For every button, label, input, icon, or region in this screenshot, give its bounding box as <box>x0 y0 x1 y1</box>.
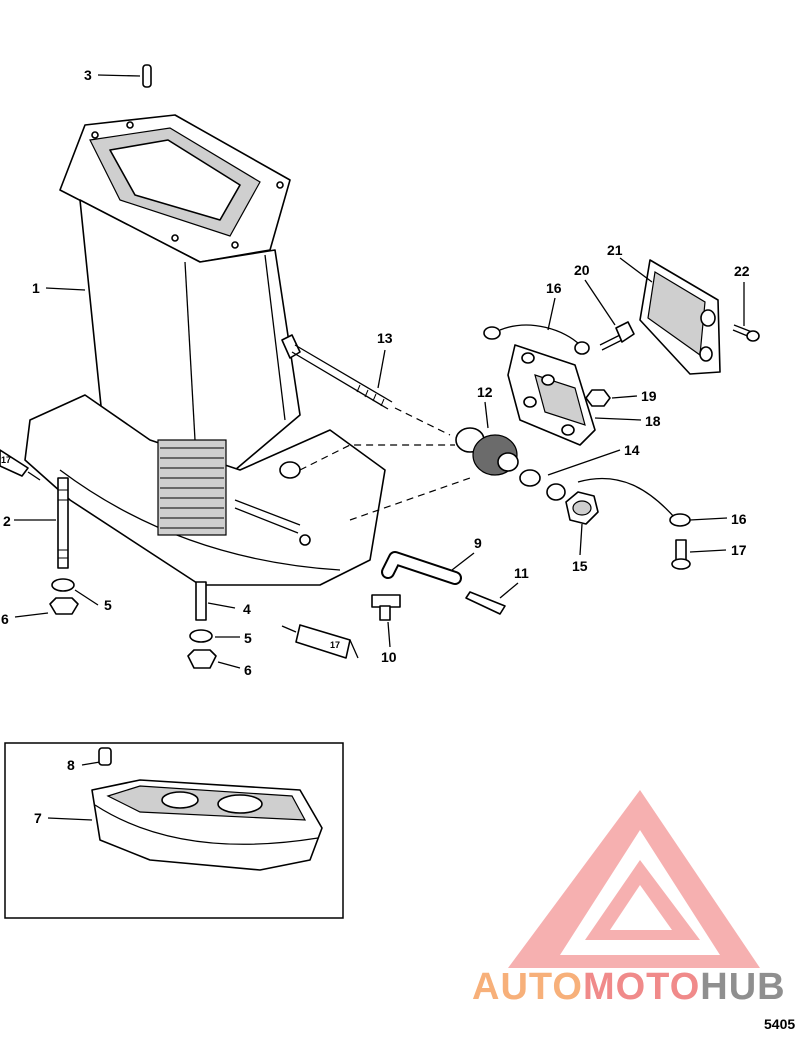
callout-1: 1 <box>32 280 40 296</box>
callout-3: 3 <box>84 67 92 83</box>
callout-10: 10 <box>381 649 397 665</box>
callout-19: 19 <box>641 388 657 404</box>
leader-lines <box>14 74 745 821</box>
long-bolt <box>281 334 393 410</box>
cap-nut <box>565 491 599 525</box>
inset-box <box>4 742 344 919</box>
drawing-number: 5405 <box>764 1016 796 1032</box>
callout-2: 2 <box>3 513 11 529</box>
callout-16b: 16 <box>731 511 747 527</box>
watermark-logo-icon <box>508 790 760 968</box>
hose-fitting <box>465 591 506 615</box>
callout-22: 22 <box>734 263 750 279</box>
callout-18: 18 <box>645 413 661 429</box>
washer <box>519 469 541 487</box>
callout-21: 21 <box>607 242 623 258</box>
callout-20: 20 <box>574 262 590 278</box>
lubricant-tube-left <box>0 449 41 481</box>
plate-screw <box>732 324 760 342</box>
cover-plate <box>639 259 721 375</box>
stud-left <box>49 477 79 615</box>
callout-11: 11 <box>514 565 529 581</box>
ground-strap-upper <box>483 324 590 355</box>
callout-5b: 5 <box>244 630 252 646</box>
lockwasher <box>546 483 566 501</box>
callout-6: 6 <box>1 611 9 627</box>
elbow-fitting <box>371 594 401 621</box>
callout-17: 17 <box>731 542 747 558</box>
callout-17-tube-a: 17 <box>1 455 11 465</box>
callout-13: 13 <box>377 330 393 346</box>
watermark-brand-text: AUTOMOTOHUB <box>472 966 786 1009</box>
callout-4: 4 <box>243 601 251 617</box>
lubricant-tube-center <box>281 624 359 659</box>
inset-pin <box>98 747 112 766</box>
callout-labels: 1 2 3 4 5 6 7 8 9 10 11 12 13 14 15 16 1… <box>1 67 750 826</box>
mount-bracket <box>507 344 596 446</box>
callout-8: 8 <box>67 757 75 773</box>
rubber-mount <box>455 427 519 476</box>
callout-9: 9 <box>474 535 482 551</box>
screw-lower <box>671 539 691 570</box>
water-hose <box>381 551 462 585</box>
dowel-pin <box>142 64 152 88</box>
brand-part-hub: HUB <box>700 966 786 1008</box>
screw-upper <box>599 321 635 351</box>
callout-15: 15 <box>572 558 588 574</box>
driveshaft-housing <box>24 114 386 586</box>
callout-14: 14 <box>624 442 640 458</box>
adapter-plate <box>91 779 323 871</box>
callout-6b: 6 <box>244 662 252 678</box>
hex-nut <box>585 389 611 407</box>
brand-part-auto: AUTO <box>472 966 583 1008</box>
brand-part-moto: MOTO <box>582 966 701 1008</box>
callout-7: 7 <box>34 810 42 826</box>
stud-center <box>187 581 217 669</box>
callout-5: 5 <box>104 597 112 613</box>
callout-12: 12 <box>477 384 493 400</box>
intake-stud <box>234 499 301 534</box>
callout-17-tube-b: 17 <box>330 640 340 650</box>
callout-16: 16 <box>546 280 562 296</box>
